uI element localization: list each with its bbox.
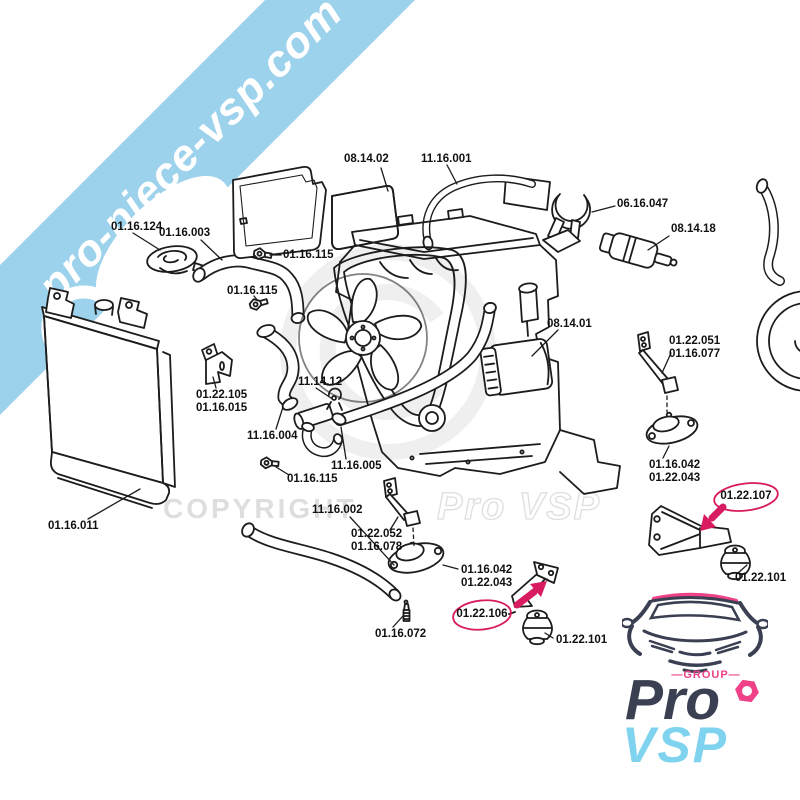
part-label: 01.16.042	[649, 459, 701, 471]
bracket-left-drawing	[201, 343, 233, 385]
edge-hose-drawing	[755, 178, 785, 286]
elbow-hose-drawing	[301, 421, 344, 458]
part-label: 01.22.043	[461, 577, 513, 589]
part-label: 01.22.101	[556, 634, 608, 646]
bracket-right-drawing	[637, 331, 679, 394]
stud-drawing	[402, 599, 411, 622]
part-label: 08.14.18	[671, 223, 716, 235]
mount-bracket-107-drawing	[648, 505, 732, 556]
part-label: 08.14.01	[547, 318, 592, 330]
lower-hose-drawing	[256, 324, 300, 411]
air-filter-drawing	[331, 184, 400, 251]
part-label: 01.22.052	[351, 528, 403, 540]
part-label: 01.22.043	[649, 472, 701, 484]
bolt-icon	[252, 247, 273, 260]
small-clamp-drawing	[326, 387, 343, 411]
logo-pro-text: Pro	[625, 668, 721, 732]
part-label-highlighted: 01.22.107	[720, 490, 772, 502]
brand-watermark-text: Pro VSP	[437, 486, 601, 528]
flywheel-drawing	[756, 290, 800, 392]
engine-drawing	[298, 208, 621, 495]
part-label: 11.16.005	[331, 460, 382, 472]
part-label: 11.14.12	[298, 376, 343, 388]
part-label: 01.16.072	[375, 628, 427, 640]
intake-duct-drawing	[422, 174, 551, 251]
part-label: 01.16.042	[461, 564, 513, 576]
part-label: 01.22.105	[196, 389, 248, 401]
part-label: 01.16.115	[283, 249, 334, 261]
air-filter-cover-drawing	[232, 165, 327, 260]
part-label: 01.16.115	[287, 473, 338, 485]
part-label: 01.16.003	[159, 227, 211, 239]
logo-group-text: —GROUP—	[671, 669, 741, 681]
part-label: 01.16.078	[351, 541, 403, 553]
fuel-filter-drawing	[598, 232, 678, 269]
part-label: 01.22.051	[669, 335, 721, 347]
part-label: 01.22.101	[735, 572, 787, 584]
engine-mount-right-drawing	[645, 411, 699, 445]
oil-filter-drawing	[479, 338, 554, 397]
highlight-marks	[452, 482, 779, 631]
bolt-icon	[248, 298, 269, 311]
part-label: 01.16.077	[669, 348, 721, 360]
bolt-icon	[259, 456, 280, 470]
fan-drawing	[306, 278, 423, 391]
part-label: 11.16.002	[312, 504, 363, 516]
car-icon	[622, 592, 768, 673]
part-label: 01.16.124	[111, 221, 163, 233]
part-label: 11.16.004	[247, 430, 298, 442]
copyright-watermark-text: COPYRIGHT	[163, 493, 356, 524]
provsp-logo: —GROUP— Pro VSP	[612, 584, 800, 796]
upper-hose-drawing	[192, 254, 306, 324]
part-label: 01.16.115	[227, 285, 278, 297]
heater-hose-drawing	[331, 302, 497, 426]
nut-icon	[735, 679, 759, 703]
part-label: 11.16.001	[421, 153, 472, 165]
engine-mount-center-drawing	[387, 541, 445, 574]
bracket-center-drawing	[383, 477, 421, 527]
part-label: 01.16.015	[196, 402, 248, 414]
part-label: 06.16.047	[617, 198, 669, 210]
rubber-mount-drawing	[522, 609, 553, 646]
part-label-highlighted: 01.22.106	[456, 608, 508, 620]
radiator-drawing	[41, 287, 176, 509]
part-label: 01.16.011	[48, 520, 99, 532]
logo-vsp-text: VSP	[622, 717, 729, 773]
rubber-mount-drawing	[720, 544, 751, 581]
part-label: 08.14.02	[344, 153, 389, 165]
bypass-hose-drawing	[241, 522, 402, 602]
